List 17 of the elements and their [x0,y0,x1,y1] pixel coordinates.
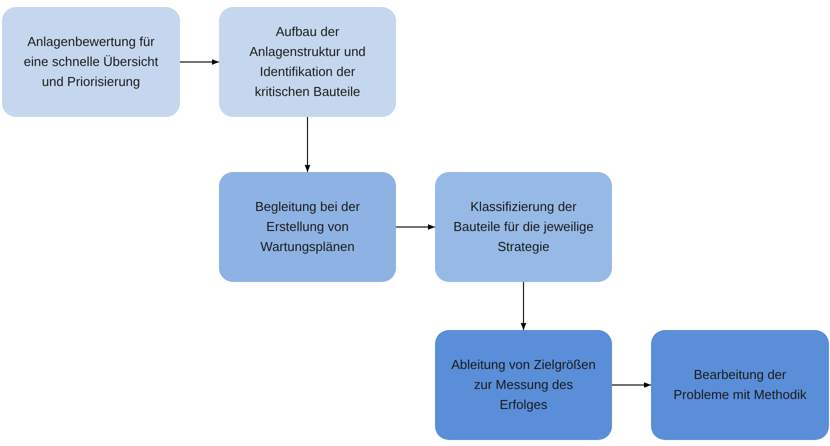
box-text: Bearbeitung der Probleme mit Methodik [672,366,808,404]
process-box [651,330,829,440]
box-text: Begleitung bei der Erstellung von Wartungsplänen [254,198,361,256]
process-box [2,7,180,117]
process-box [435,330,612,440]
box-text: Anlagenbewertung für eine schnelle Übersicht und Priorisierung [22,33,160,91]
process-box [219,172,396,282]
arrow [304,116,310,172]
arrow [396,224,436,230]
box-text: Ableitung von Zielgrößen zur Messung des Erfolges [450,356,597,414]
process-box [435,172,612,282]
process-box [219,7,396,117]
box-text: Aufbau der Anlagenstruktur und Identifikation der kritischen Bauteile [248,23,367,101]
box-text: Klassifizierung der Bauteile für die jeweilige Strategie [452,198,595,256]
arrow [520,282,526,330]
arrow [180,59,220,65]
arrow [612,382,652,388]
